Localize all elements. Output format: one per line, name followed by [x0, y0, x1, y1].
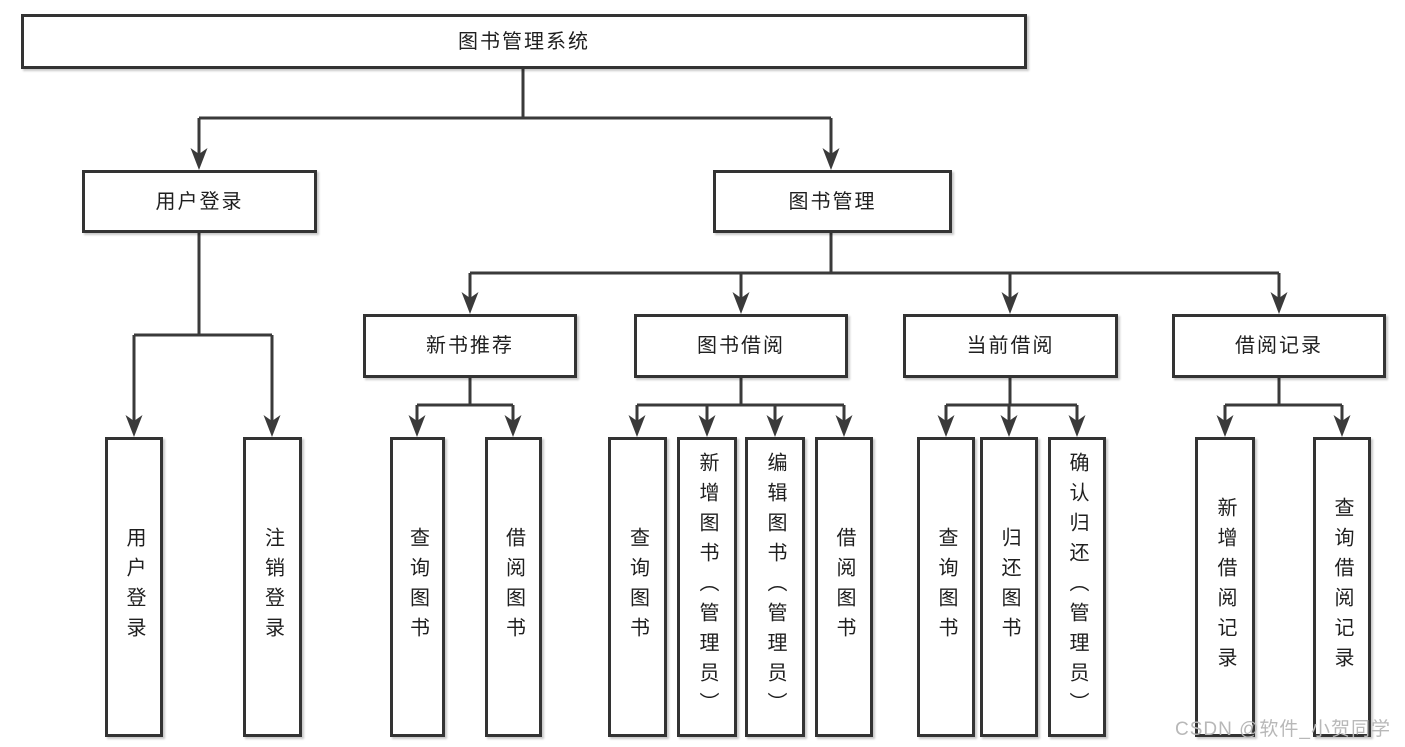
node-label: 查询图书 [406, 527, 429, 647]
arrowhead-down-icon [190, 148, 208, 170]
node-label: 图书管理 [788, 190, 877, 213]
arrowhead-down-icon [1216, 415, 1234, 437]
arrowhead-down-icon [835, 415, 853, 437]
arrowhead-down-icon [1000, 415, 1018, 437]
node-label: 查询借阅记录 [1331, 497, 1353, 677]
node-label: 新增借阅记录 [1214, 497, 1236, 677]
node-label: 图书借阅 [697, 335, 785, 357]
node-cb-confirm: 确认归还（管理员） [1048, 437, 1106, 737]
node-label: 用户登录 [123, 527, 145, 647]
node-label: 借阅图书 [833, 527, 855, 647]
arrowhead-down-icon [1068, 415, 1086, 437]
arrowhead-down-icon [504, 415, 522, 437]
arrowhead-down-icon [263, 415, 281, 437]
arrowhead-down-icon [628, 415, 646, 437]
arrowhead-down-icon [1270, 292, 1288, 314]
node-bb-query: 查询图书 [608, 437, 667, 737]
node-bb-add: 新增图书（管理员） [677, 437, 737, 737]
node-root: 图书管理系统 [21, 14, 1027, 69]
arrowhead-down-icon [822, 148, 840, 170]
node-label: 借阅图书 [502, 527, 525, 647]
node-current-borrow: 当前借阅 [903, 314, 1118, 378]
node-cb-query: 查询图书 [917, 437, 975, 737]
node-label: 用户登录 [155, 190, 244, 213]
node-borrow-records: 借阅记录 [1172, 314, 1386, 378]
node-login-action: 用户登录 [105, 437, 163, 737]
watermark: CSDN @软件_小贺同学 [1175, 719, 1391, 740]
node-label: 查询图书 [935, 527, 957, 647]
node-user-login: 用户登录 [82, 170, 317, 233]
arrowhead-down-icon [1333, 415, 1351, 437]
node-nb-query: 查询图书 [390, 437, 445, 737]
node-label: 新书推荐 [426, 335, 514, 357]
node-book-borrow: 图书借阅 [634, 314, 848, 378]
node-br-query: 查询借阅记录 [1313, 437, 1371, 737]
arrowhead-down-icon [732, 292, 750, 314]
arrowhead-down-icon [1001, 292, 1019, 314]
node-new-books: 新书推荐 [363, 314, 577, 378]
node-cb-return: 归还图书 [980, 437, 1038, 737]
node-br-add: 新增借阅记录 [1195, 437, 1255, 737]
node-label: 确认归还（管理员） [1066, 452, 1088, 722]
node-label: 图书管理系统 [458, 30, 590, 53]
node-label: 当前借阅 [966, 335, 1055, 357]
arrowhead-down-icon [461, 292, 479, 314]
node-label: 查询图书 [626, 527, 649, 647]
node-label: 归还图书 [998, 527, 1020, 647]
arrowhead-down-icon [125, 415, 143, 437]
node-label: 编辑图书（管理员） [764, 452, 786, 722]
arrowhead-down-icon [698, 415, 716, 437]
node-label: 借阅记录 [1235, 335, 1323, 357]
node-bb-borrow: 借阅图书 [815, 437, 873, 737]
arrowhead-down-icon [937, 415, 955, 437]
node-label: 注销登录 [261, 527, 284, 647]
arrowhead-down-icon [766, 415, 784, 437]
node-book-mgmt: 图书管理 [713, 170, 952, 233]
node-label: 新增图书（管理员） [696, 452, 718, 722]
node-logout-action: 注销登录 [243, 437, 302, 737]
node-nb-borrow: 借阅图书 [485, 437, 542, 737]
node-bb-edit: 编辑图书（管理员） [745, 437, 805, 737]
arrowhead-down-icon [408, 415, 426, 437]
